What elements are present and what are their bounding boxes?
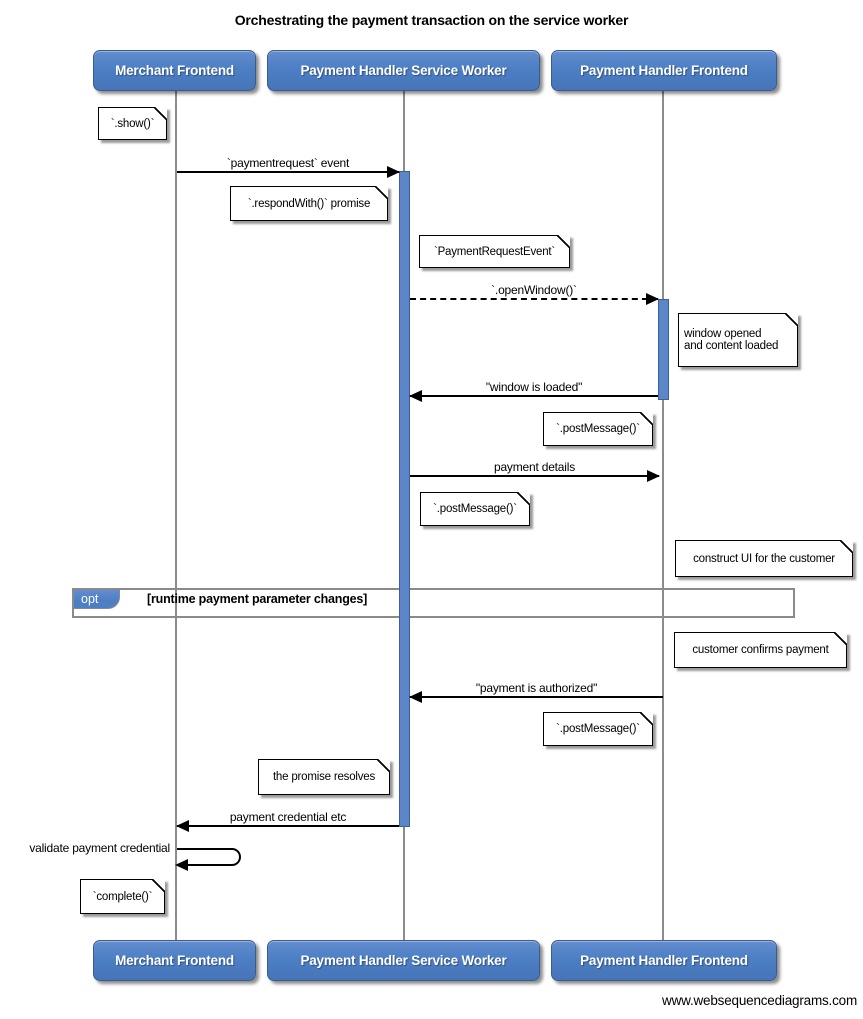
note-customer-confirms: customer confirms payment: [674, 632, 847, 668]
message-label: `paymentrequest` event: [226, 156, 350, 170]
note-paymentrequestevent: `PaymentRequestEvent`: [419, 235, 570, 268]
actor-top-payment-handler-service-worker: Payment Handler Service Worker: [267, 50, 540, 91]
note-promise-resolves: the promise resolves: [258, 759, 390, 795]
arrowhead-right-icon: [646, 293, 659, 305]
note-postmessage-2: `.postMessage()`: [420, 492, 530, 526]
actor-label: Payment Handler Frontend: [580, 953, 748, 968]
actor-top-payment-handler-frontend: Payment Handler Frontend: [551, 50, 777, 91]
message-validate-payment-credential-loop: [175, 848, 241, 871]
actor-label: Payment Handler Service Worker: [300, 63, 507, 78]
message-label: "payment is authorized": [475, 681, 598, 695]
message-line: [177, 171, 399, 173]
message-line: [410, 475, 659, 477]
opt-fragment: opt [runtime payment parameter changes]: [72, 588, 795, 618]
note-window-opened: window opened and content loaded: [678, 313, 798, 367]
actor-bottom-payment-handler-service-worker: Payment Handler Service Worker: [267, 940, 540, 981]
arrowhead-right-icon: [387, 166, 400, 178]
lifeline-payment-handler-frontend: [662, 90, 664, 940]
message-label: payment details: [493, 460, 576, 474]
note-construct-ui: construct UI for the customer: [675, 540, 853, 577]
note-postmessage-1: `.postMessage()`: [543, 412, 653, 446]
actor-label: Payment Handler Service Worker: [300, 953, 507, 968]
message-validate-payment-credential-label: validate payment credential: [29, 841, 170, 855]
actor-label: Merchant Frontend: [115, 63, 234, 78]
opt-fragment-guard: [runtime payment parameter changes]: [147, 592, 368, 606]
lifeline-merchant-frontend: [175, 90, 177, 940]
message-label: "window is loaded": [485, 380, 583, 394]
message-line: [177, 825, 399, 827]
actor-top-merchant-frontend: Merchant Frontend: [93, 50, 256, 91]
message-payment-credential-etc: payment credential etc: [176, 806, 399, 832]
opt-fragment-operator: opt: [74, 590, 120, 609]
actor-bottom-merchant-frontend: Merchant Frontend: [93, 940, 256, 981]
note-postmessage-3: `.postMessage()`: [543, 712, 653, 746]
arrowhead-left-icon: [409, 691, 422, 703]
arrowhead-left-icon: [176, 820, 189, 832]
actor-bottom-payment-handler-frontend: Payment Handler Frontend: [551, 940, 777, 981]
note-show: `.show()`: [98, 107, 167, 140]
activation-payment-handler-frontend: [658, 299, 669, 400]
message-paymentrequest-event: `paymentrequest` event: [177, 152, 400, 178]
message-window-is-loaded: "window is loaded": [409, 376, 658, 402]
note-complete: `complete()`: [80, 879, 165, 914]
message-line: [410, 395, 658, 397]
activation-service-worker: [399, 171, 410, 827]
actor-label: Merchant Frontend: [115, 953, 234, 968]
arrowhead-left-icon: [175, 859, 188, 871]
message-label: `.openWindow()`: [491, 283, 577, 297]
watermark-websequencediagrams: www.websequencediagrams.com: [662, 993, 857, 1008]
message-payment-is-authorized: "payment is authorized": [409, 677, 663, 703]
note-respondwith-promise: `.respondWith()` promise: [230, 186, 388, 221]
message-line: [410, 696, 663, 698]
message-openwindow: `.openWindow()`: [410, 279, 659, 305]
message-line-dashed: [410, 298, 658, 300]
message-payment-details: payment details: [410, 456, 660, 482]
diagram-title: Orchestrating the payment transaction on…: [234, 12, 629, 28]
actor-label: Payment Handler Frontend: [580, 63, 748, 78]
arrowhead-right-icon: [647, 470, 660, 482]
arrowhead-left-icon: [409, 390, 422, 402]
message-label: payment credential etc: [229, 810, 347, 824]
